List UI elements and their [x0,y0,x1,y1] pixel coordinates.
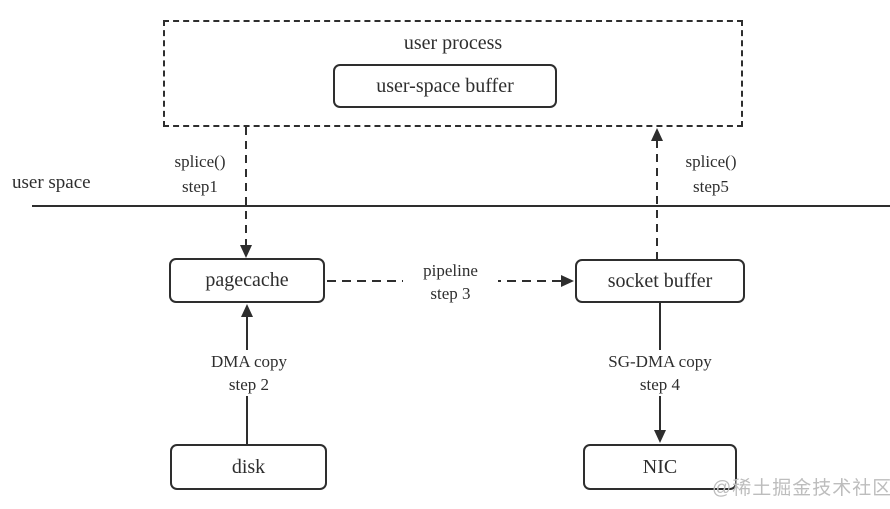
splice-step1-caption-line2: step1 [182,177,218,196]
sgdma-step4-arrowhead-icon [654,430,666,443]
pagecache-box: pagecache [169,258,325,303]
sgdma-step4-caption-line2: step 4 [639,375,681,394]
user-space-buffer-box: user-space buffer [333,64,557,108]
dma-step2-caption-line1: DMA copy [210,352,288,371]
splice-step5-caption-line1: splice() [685,152,737,171]
dma-step2-arrowhead-icon [241,304,253,317]
watermark-text: @稀土掘金技术社区 [712,478,890,499]
pipeline-step3-caption-line2: step 3 [430,284,471,303]
user-space-label: user space [12,172,91,193]
sgdma-step4-caption-line1: SG-DMA copy [608,352,712,371]
nic-label: NIC [642,455,678,478]
user-space-divider-line [32,205,890,207]
dma-step2-caption: DMA copy step 2 [197,350,301,396]
socket-buffer-box: socket buffer [575,259,745,303]
user-process-box: user process user-space buffer [163,20,743,127]
splice-step5-caption-line2: step5 [693,177,729,196]
sgdma-step4-caption: SG-DMA copy step 4 [593,350,727,396]
dma-step2-caption-line2: step 2 [228,375,270,394]
splice-step5-arrowhead-icon [651,128,663,141]
pipeline-step3-arrowhead-icon [561,275,574,287]
user-process-label: user process [403,32,503,54]
splice-step5-caption: splice() step5 [667,149,755,199]
splice-step1-arrowhead-icon [240,245,252,258]
socket-buffer-label: socket buffer [607,269,713,292]
pagecache-label: pagecache [205,269,289,291]
splice-step1-line [245,127,247,247]
splice-step1-caption: splice() step1 [156,149,244,199]
splice-step1-caption-line1: splice() [174,152,226,171]
disk-box: disk [170,444,327,490]
nic-box: NIC [583,444,737,490]
splice-step5-line [656,140,658,259]
disk-label: disk [231,455,266,478]
pipeline-step3-caption: pipeline step 3 [403,259,498,305]
user-space-buffer-label: user-space buffer [376,74,514,97]
pipeline-step3-caption-line1: pipeline [423,261,478,280]
